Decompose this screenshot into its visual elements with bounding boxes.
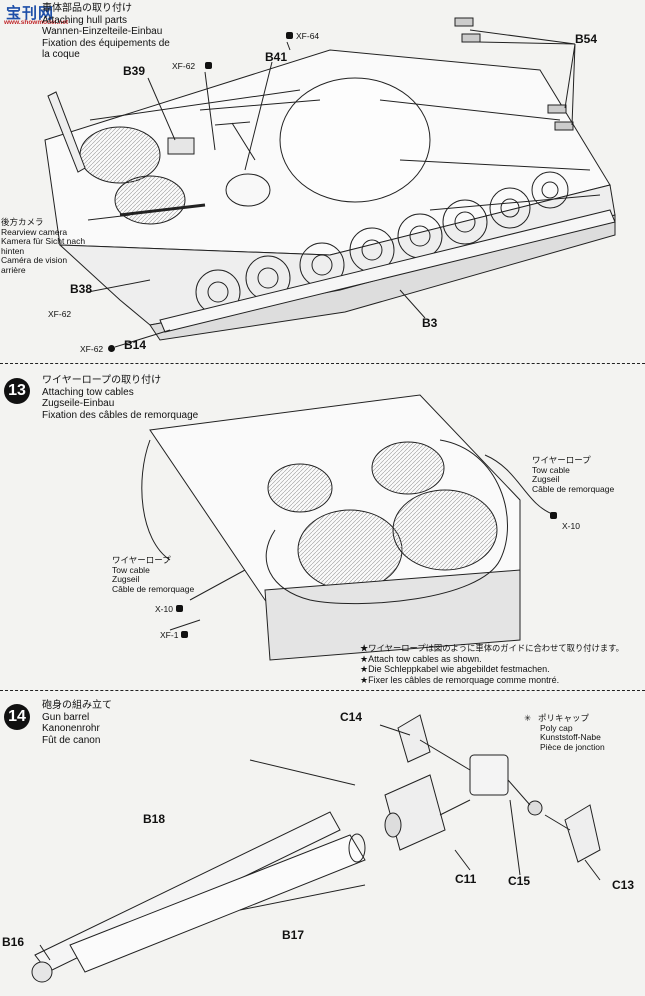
step12-title-fr: Fixation des équipements de [42,37,170,49]
tow-cable-label-left: ワイヤーロープ Tow cable Zugseil Câble de remor… [112,555,195,594]
step12-title-en: Attaching hull parts [42,14,128,26]
poly-cap-jp: ✳ ポリキャップ [524,713,605,724]
paint-dot-icon [550,512,557,519]
step12-title-jp: 車体部品の取り付け [42,3,132,14]
tow-cable-right-en: Tow cable [532,464,570,475]
paint-xf62-a-code: XF-62 [172,61,196,71]
note-en: ★Attach tow cables as shown. [360,653,482,664]
note-jp: ★ワイヤーロープは図のように車体のガイドに合わせて取り付けます。 [360,643,624,653]
tow-cable-label-right: ワイヤーロープ Tow cable Zugseil Câble de remor… [532,455,615,494]
paint-xf62-a: XF-62 [172,61,213,72]
watermark-logo: 宝刊网 www.showmodel.net [2,2,90,28]
camera-de: Kamera für Sicht nach [1,236,86,246]
part-b16-label: B16 [2,935,25,949]
part-c13-label: C13 [612,878,635,892]
part-b39-label: B39 [123,64,146,78]
note-de: ★Die Schleppkabel wie abgebildet festmac… [360,664,550,674]
poly-cap-label: ✳ ポリキャップ Poly cap Kunststoff-Nabe Pièce d… [524,713,605,752]
step14-number: 14 [4,704,30,730]
paint-dot-icon [286,32,293,39]
poly-cap-en: Poly cap [540,722,573,733]
camera-de2: hinten [1,245,25,256]
paint-xf62-c-code: XF-62 [80,344,104,354]
step12-title-de: Wannen-Einzelteile-Einbau [42,26,163,37]
camera-fr: Caméra de vision [1,255,68,265]
paint-xf62-c: XF-62 [80,344,116,355]
step13-title-jp: ワイヤーロープの取り付け [42,375,162,386]
note-fr: ★Fixer les câbles de remorquage comme mo… [360,674,560,685]
tow-cable-right-fr: Câble de remorquage [532,483,615,494]
hull-drawing-step13 [141,394,556,661]
paint-xf1-code: XF-1 [160,630,179,640]
part-b17-label: B17 [282,928,305,942]
watermark-site: www.showmodel.net [4,19,69,26]
camera-jp: 後方カメラ [1,217,44,227]
step14-title-en: Gun barrel [42,711,90,723]
paint-dot-icon [205,62,213,69]
step13-title-fr: Fixation des câbles de remorquage [42,409,199,421]
step13-title-en: Attaching tow cables [42,386,134,398]
paint-xf64-code: XF-64 [296,31,320,41]
gun-barrel-drawing [31,714,601,983]
tow-cable-left-en: Tow cable [112,564,150,575]
part-b3-label: B3 [422,316,438,330]
poly-cap-jp-text: ポリキャップ [538,713,590,723]
step13-title-de: Zugseile-Einbau [42,398,115,409]
tow-cable-left-de: Zugseil [112,574,140,584]
paint-xf62-b: XF-62 [48,309,72,320]
tow-cable-right-jp: ワイヤーロープ [532,455,591,465]
tow-cable-left-fr: Câble de remorquage [112,583,195,594]
step-divider-2 [0,690,645,691]
step13-notes: ★ワイヤーロープは図のように車体のガイドに合わせて取り付けます。 ★Attach… [360,643,624,685]
paint-x10-left: X-10 [155,604,183,615]
poly-cap-de: Kunststoff-Nabe [540,732,601,742]
watermark-brand: 宝刊网 [6,5,55,22]
camera-fr2: arrière [1,264,26,275]
step14-title-de: Kanonenrohr [42,723,100,734]
paint-x10-right-code: X-10 [562,520,580,531]
paint-xf64: XF-64 [286,31,320,42]
part-b38-label: B38 [70,282,93,296]
hull-drawing-step12 [44,17,616,348]
paint-xf62-b-code: XF-62 [48,309,72,319]
step13-number: 13 [4,378,30,404]
part-b54-label: B54 [575,32,598,46]
step12-title: 車体部品の取り付け Attaching hull parts Wannen-Ei… [42,3,170,61]
part-c15-label: C15 [508,874,531,888]
poly-cap-fr: Pièce de jonction [540,741,605,752]
step14-title-jp: 砲身の組み立て [42,700,112,711]
part-c14-label: C14 [340,710,363,724]
paint-dot-icon [181,631,189,638]
paint-x10-left-code: X-10 [155,604,173,614]
part-b41-label: B41 [265,50,288,64]
paint-x10-right: X-10 [550,512,580,531]
step14-title: 砲身の組み立て Gun barrel Kanonenrohr Fût de ca… [42,700,112,746]
tow-cable-right-de: Zugseil [532,474,560,484]
step12-title-fr2: la coque [42,49,80,60]
paint-dot-icon [175,605,183,612]
camera-en: Rearview camera [1,226,68,237]
rearview-camera-label: 後方カメラ Rearview camera Kamera für Sicht n… [1,217,86,275]
poly-cap-star-icon: ✳ [524,713,532,723]
paint-xf1: XF-1 [160,630,189,641]
part-b14-label: B14 [124,338,147,352]
part-b18-label: B18 [143,812,166,826]
step13-title: ワイヤーロープの取り付け Attaching tow cables Zugsei… [42,375,198,421]
step14-title-fr: Fût de canon [42,734,101,746]
tow-cable-left-jp: ワイヤーロープ [112,555,171,565]
step-divider-1 [0,363,645,364]
part-c11-label: C11 [455,872,477,886]
paint-dot-icon [108,345,116,352]
